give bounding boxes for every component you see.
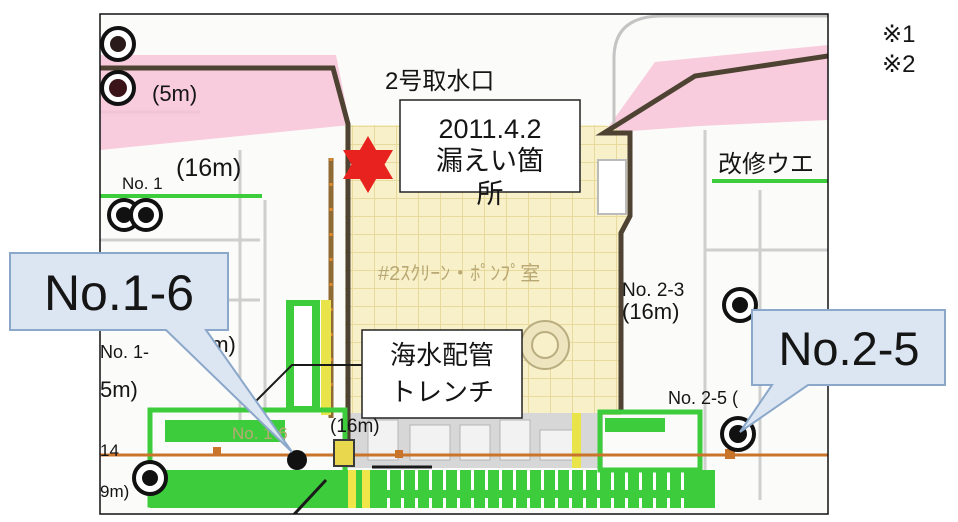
well-marker-icon [129, 198, 163, 232]
depth-label: (5m) [152, 81, 197, 106]
boundary-line-left [100, 65, 351, 440]
well-marker-icon [132, 460, 168, 496]
trench-label-line2: トレンチ [390, 377, 494, 407]
pipe-joint [213, 447, 221, 455]
leak-text-line3: 所 [477, 179, 504, 209]
depth-label: (16m) [176, 154, 241, 182]
trench-label-line1: 海水配管 [390, 340, 494, 370]
callout-no2-5-label: No.2-5 [778, 322, 919, 375]
depth-label: (16m) [330, 416, 380, 437]
well-marker-icon [722, 287, 758, 323]
well-no1-6-marker-icon [287, 450, 307, 470]
callout-no2-5: No.2-5 [739, 309, 946, 433]
well-label: No. 2-3 [622, 280, 684, 301]
note-2: ※2 [882, 51, 915, 78]
depth-label: (16m) [622, 299, 679, 324]
well-label: 14 [100, 441, 119, 460]
trench-leader-line [254, 364, 362, 403]
well-label: No. 1- [100, 342, 149, 362]
well-marker-icon [100, 70, 136, 106]
pump-block [345, 413, 603, 468]
leader-line [292, 478, 328, 514]
boundary-line-right [595, 53, 828, 412]
renovation-well-label: 改修ウエ [718, 151, 814, 178]
leak-date: 2011.4.2 [438, 114, 541, 144]
pipe-joint [725, 449, 735, 459]
trench-no2-5 [597, 409, 703, 473]
screen-structure [597, 159, 627, 215]
trench-bottom-band [150, 470, 715, 508]
well-label: No. 2-5 ( [668, 388, 738, 408]
depth-label: 5m) [100, 377, 138, 402]
callout-no1-6: No.1-6 [9, 252, 293, 453]
pink-zone-right [604, 45, 828, 133]
note-1: ※1 [882, 21, 915, 48]
pipe-joint [395, 450, 403, 458]
trench-no1-6 [286, 300, 331, 415]
pit-marker [333, 439, 355, 467]
intake-label: 2号取水口 [385, 68, 494, 95]
leak-point-label: 2011.4.2 漏えい箇 所 [399, 99, 581, 209]
callout-no1-6-label: No.1-6 [44, 265, 194, 321]
pump-tank-inner [531, 331, 559, 359]
pink-zone-left [100, 55, 350, 150]
building-outline-right [612, 14, 828, 132]
depth-label: 9m) [100, 482, 129, 501]
screen-pump-room-label: #2ｽｸﾘｰﾝ・ﾎﾟﾝﾌﾟ室 [378, 262, 540, 285]
well-label: No. 1 [122, 174, 163, 193]
leak-star-icon [343, 136, 393, 193]
trench-label: 海水配管 トレンチ [361, 329, 523, 419]
well-marker-icon [100, 26, 136, 62]
leak-text-line2: 漏えい箇 [436, 146, 544, 176]
